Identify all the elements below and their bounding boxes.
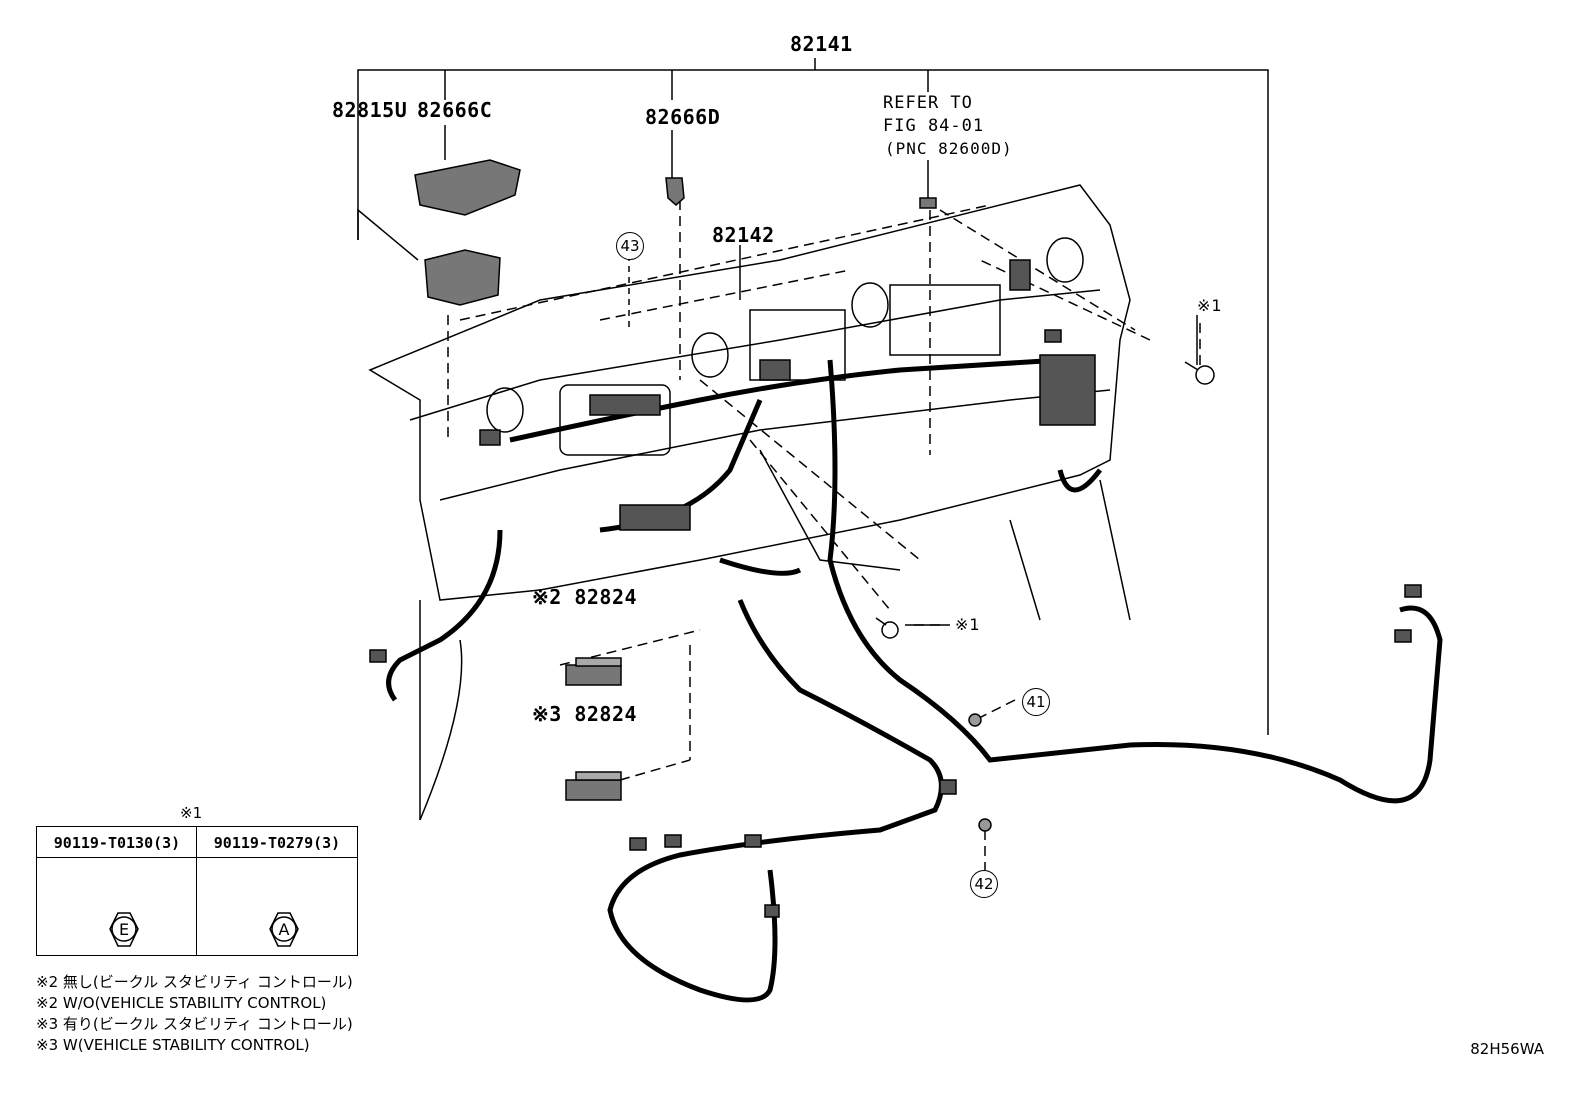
bolt-part-number-2[interactable]: 90119-T0279(3)	[197, 827, 357, 858]
part-82815u-shape	[424, 249, 501, 306]
bolt-part-number-1[interactable]: 90119-T0130(3)	[37, 827, 197, 858]
label-82666d[interactable]: 82666D	[645, 105, 721, 129]
bolt-e-symbol-outer	[109, 912, 139, 947]
note-bolt-right: ※1	[1197, 296, 1223, 315]
label-82141[interactable]: 82141	[790, 32, 853, 56]
bolt-e-letter: E	[119, 920, 129, 939]
bolt-icon-right	[1184, 361, 1215, 385]
refer-line-2[interactable]: FIG 84-01	[883, 116, 985, 136]
dash-panel-outline	[368, 184, 1131, 601]
diagram-code: 82H56WA	[1470, 1040, 1544, 1058]
bolt-table-col-2: 90119-T0279(3)	[196, 827, 357, 955]
bolt-table: 90119-T0130(3) 90119-T0279(3)	[36, 826, 358, 956]
legend-line: ※3 有り(ビークル スタビリティ コントロール)	[36, 1015, 353, 1033]
leader-82141	[357, 69, 1269, 735]
legend-line: ※2 W/O(VEHICLE STABILITY CONTROL)	[36, 994, 327, 1012]
bolt-icon-center	[875, 617, 899, 639]
part-82824-relay-b	[565, 771, 622, 801]
bolt-a-symbol-outer	[269, 912, 299, 947]
label-82815u[interactable]: 82815U	[332, 98, 408, 122]
part-82666d-shape	[665, 177, 685, 206]
part-82824-relay-a	[565, 657, 622, 686]
label-82666c[interactable]: 82666C	[417, 98, 493, 122]
main-harness-wire	[386, 529, 503, 702]
note-bolt-center: ※1	[955, 615, 981, 634]
legend-line: ※3 W(VEHICLE STABILITY CONTROL)	[36, 1036, 310, 1054]
variant-legend: ※2 無し(ビークル スタビリティ コントロール) ※2 W/O(VEHICLE…	[36, 972, 353, 1056]
bolt-table-note: ※1	[180, 804, 203, 822]
label-82824-a[interactable]: ※2 82824	[532, 585, 638, 609]
bolt-table-col-1: 90119-T0130(3)	[37, 827, 197, 955]
bolt-a-letter: A	[279, 920, 290, 939]
callout-41[interactable]: 41	[1022, 688, 1050, 716]
label-82142[interactable]: 82142	[712, 223, 775, 247]
callout-42[interactable]: 42	[970, 870, 998, 898]
legend-line: ※2 無し(ビークル スタビリティ コントロール)	[36, 973, 353, 991]
refer-line-1: REFER TO	[883, 93, 973, 113]
callout-43[interactable]: 43	[616, 232, 644, 260]
refer-line-3: (PNC 82600D)	[885, 139, 1013, 158]
label-82824-b[interactable]: ※3 82824	[532, 702, 638, 726]
part-82666c-shape	[414, 159, 521, 216]
